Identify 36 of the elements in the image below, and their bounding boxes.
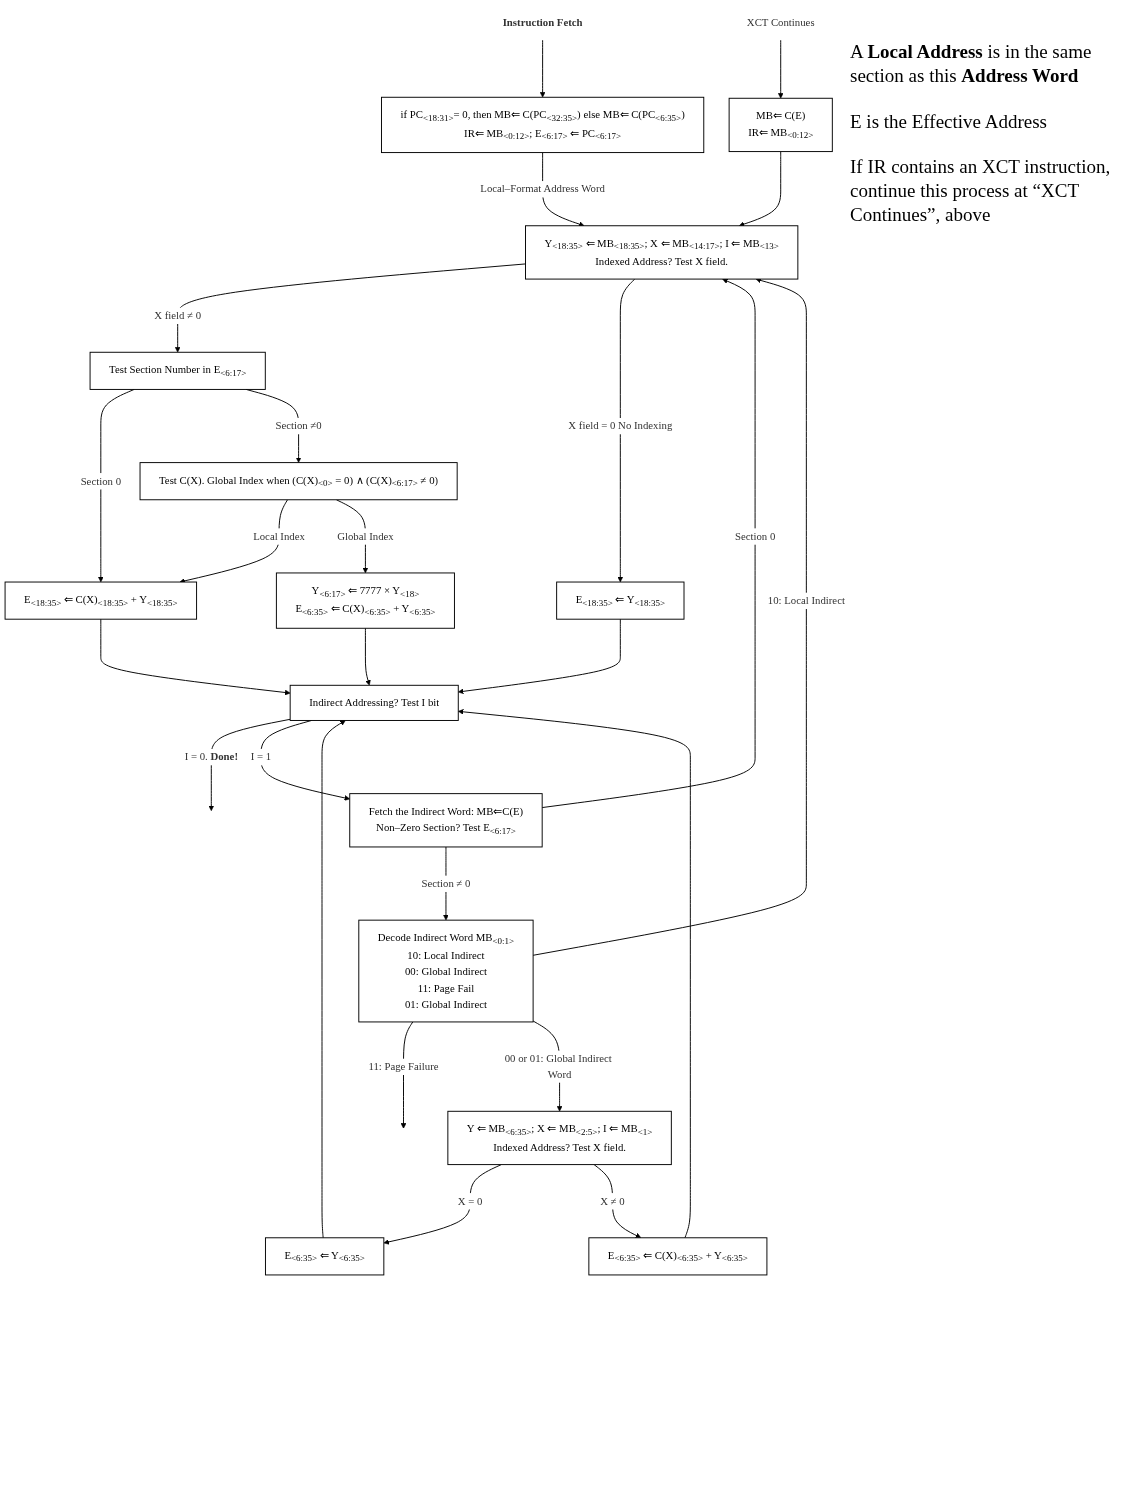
- edge-label: X = 0: [457, 1195, 483, 1208]
- edge-label: Section ≠0: [275, 419, 322, 432]
- edge-label: Section 0: [80, 475, 122, 488]
- edge-label: X ≠ 0: [600, 1195, 625, 1208]
- node-box: [358, 919, 534, 1023]
- node-box: [289, 684, 459, 721]
- edge-label: Section ≠ 0: [421, 877, 471, 890]
- node-box: [4, 581, 198, 620]
- node-box: [89, 351, 266, 390]
- node-box: [139, 462, 458, 501]
- node-box: [349, 793, 543, 848]
- edge-label: I = 1: [250, 750, 272, 763]
- note-text: E is the Effective Address: [850, 109, 1048, 134]
- node-box: [264, 1237, 385, 1276]
- node-box: [525, 225, 799, 280]
- edge-label: I = 0. Done!: [184, 750, 238, 763]
- note-text: A Local Address is in the same section as this Address Word: [850, 40, 1093, 88]
- edge-label: Local–Format Address Word: [480, 182, 605, 196]
- node-box: [556, 581, 685, 620]
- node-box: [728, 97, 833, 153]
- node-box: [447, 1110, 672, 1166]
- edge-label: X field = 0 No Indexing: [568, 419, 673, 432]
- node-box: [381, 96, 705, 154]
- edge-label: Section 0: [734, 530, 776, 543]
- flowchart: Local–Format Address Word Section 0 10: Local Indirect X field ≠ 0 X field = 0 No Indexing Section 0 Section ≠0 Local Index Global Index I = 0. Done! I = 1 Section ≠ 0 11: Page Failure 00 or 01: Global Indirect Word X = 0 X ≠ 0 Instruction Fetch if PC$_{<18:31>}$= 0, then MB⇐ C(PC$_{<32:35>}$) else MB⇐ C(PC$_{<6:35>}$) IR⇐ MB$_{<0:12>}$; E$_{<6:17>}$ ⇐ PC$_{<6:17>}$ XCT Continues MB⇐ C(E) IR⇐ MB$_{<0:12>}$ Y$_{<18:35>}$ ⇐ MB$_{<18:35>}$; X ⇐ MB$_{<14:17>}$; I ⇐ MB$_{<13>}$ Indexed Address? Test X field. Test Section Number in E$_{<6:17>}$ E$_{<18:35>}$ ⇐ Y$_{<18:35>}$ Test C(X). Global Index when (C(X)$_{<0>}$ = 0) ∧ (C(X)$_{<6:17>}$ ≠ 0) E$_{<18:35>}$ ⇐ C(X)$_{<18:35>}$ + Y$_{<18:35>}$ Y$_{<6:17>}$ ⇐ 7777 × Y$_{<18>}$ E$_{<6:35>}$ ⇐ C(X)$_{<6:35>}$ + Y$_{<6:35>}$ Indirect Addressing? Test I bit Fetch the Indirect Word: MB⇐C(E) Non–Zero Section? Test E$_{<6:17>}$ Decode Indirect Word MB$_{<0:1>}$ 10: Local Indirect 00: Global Indirect 11: Page Fail 01: Global Indirect Y ⇐ MB$_{<6:35>}$; X ⇐ MB$_{<2:5>}$; I ⇐ MB$_{<1>}$ Indexed Address? Test X field. E$_{<6:35>}$ ⇐ Y$_{<6:35>}$ E$_{<6:35>}$ ⇐ C(X)$_{<6:35>}$ + Y$_{<6:35>}$: [0, 0, 850, 1280]
- edge-label: 10: Local Indirect: [767, 594, 845, 607]
- edge-label: Global Index: [337, 530, 394, 543]
- edge-label: Local Index: [253, 530, 305, 543]
- edge-label: 11: Page Failure: [368, 1060, 439, 1073]
- edge-label: X field ≠ 0: [154, 309, 202, 322]
- node-box: [275, 572, 455, 629]
- node-text: XCT Continues: [746, 16, 815, 29]
- edge-label: 00 or 01: Global Indirect Word: [504, 1052, 612, 1081]
- node-box: [588, 1237, 768, 1276]
- node-text: Instruction Fetch: [502, 16, 583, 29]
- note-text: If IR contains an XCT instruction, continue this process at “XCT Continues”, above: [850, 155, 1112, 227]
